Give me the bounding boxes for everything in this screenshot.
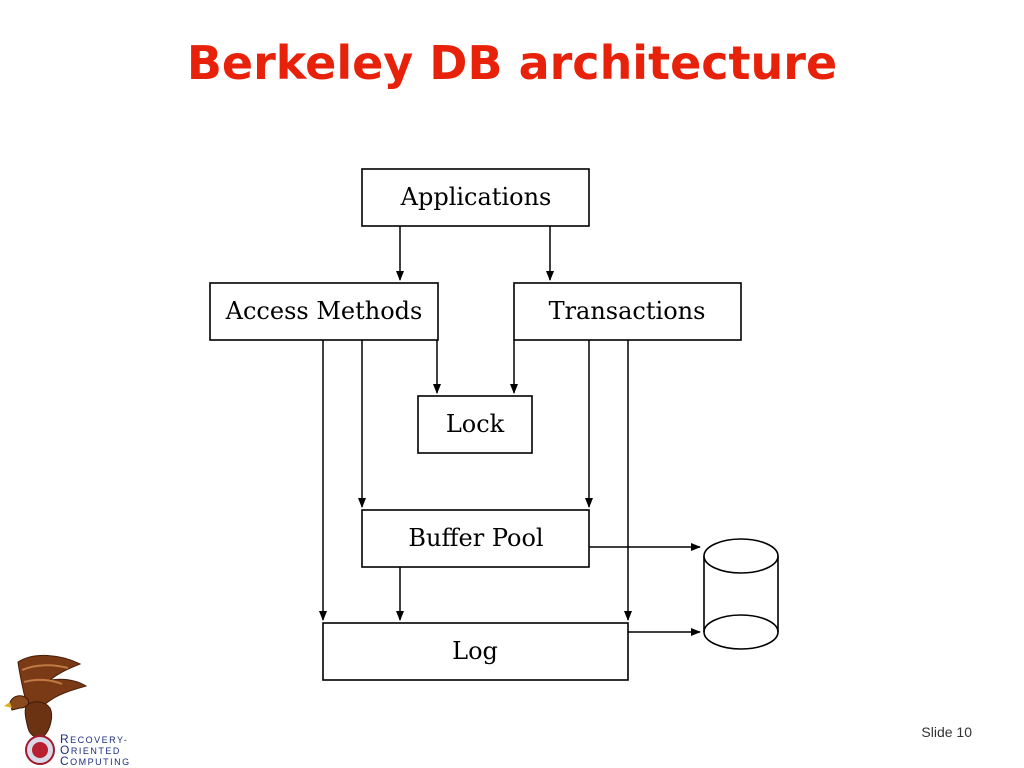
logo-line-oriented: ORIENTED — [60, 743, 121, 757]
node-buffer-pool: Buffer Pool — [361, 509, 590, 568]
diagram-edges — [319, 226, 701, 636]
eagle-logo-icon — [4, 654, 88, 765]
node-lock: Lock — [417, 395, 533, 454]
logo-line-recovery: RECOVERY- — [60, 732, 129, 746]
node-lock-label: Lock — [446, 410, 505, 438]
logo-wordmark: RECOVERY- ORIENTED COMPUTING — [60, 732, 131, 768]
slide-title: Berkeley DB architecture — [186, 36, 838, 90]
node-log: Log — [322, 622, 629, 681]
node-access-methods-label: Access Methods — [225, 297, 423, 325]
node-buffer-pool-label: Buffer Pool — [408, 524, 543, 552]
node-applications: Applications — [361, 168, 590, 227]
node-transactions-label: Transactions — [549, 297, 706, 325]
node-applications-label: Applications — [400, 183, 552, 211]
slide-number: Slide 10 — [921, 724, 972, 740]
node-access-methods: Access Methods — [209, 282, 439, 341]
node-log-label: Log — [452, 637, 498, 665]
node-transactions: Transactions — [513, 282, 742, 341]
disk-cylinder-icon — [703, 538, 779, 650]
logo-line-computing: COMPUTING — [60, 754, 131, 768]
